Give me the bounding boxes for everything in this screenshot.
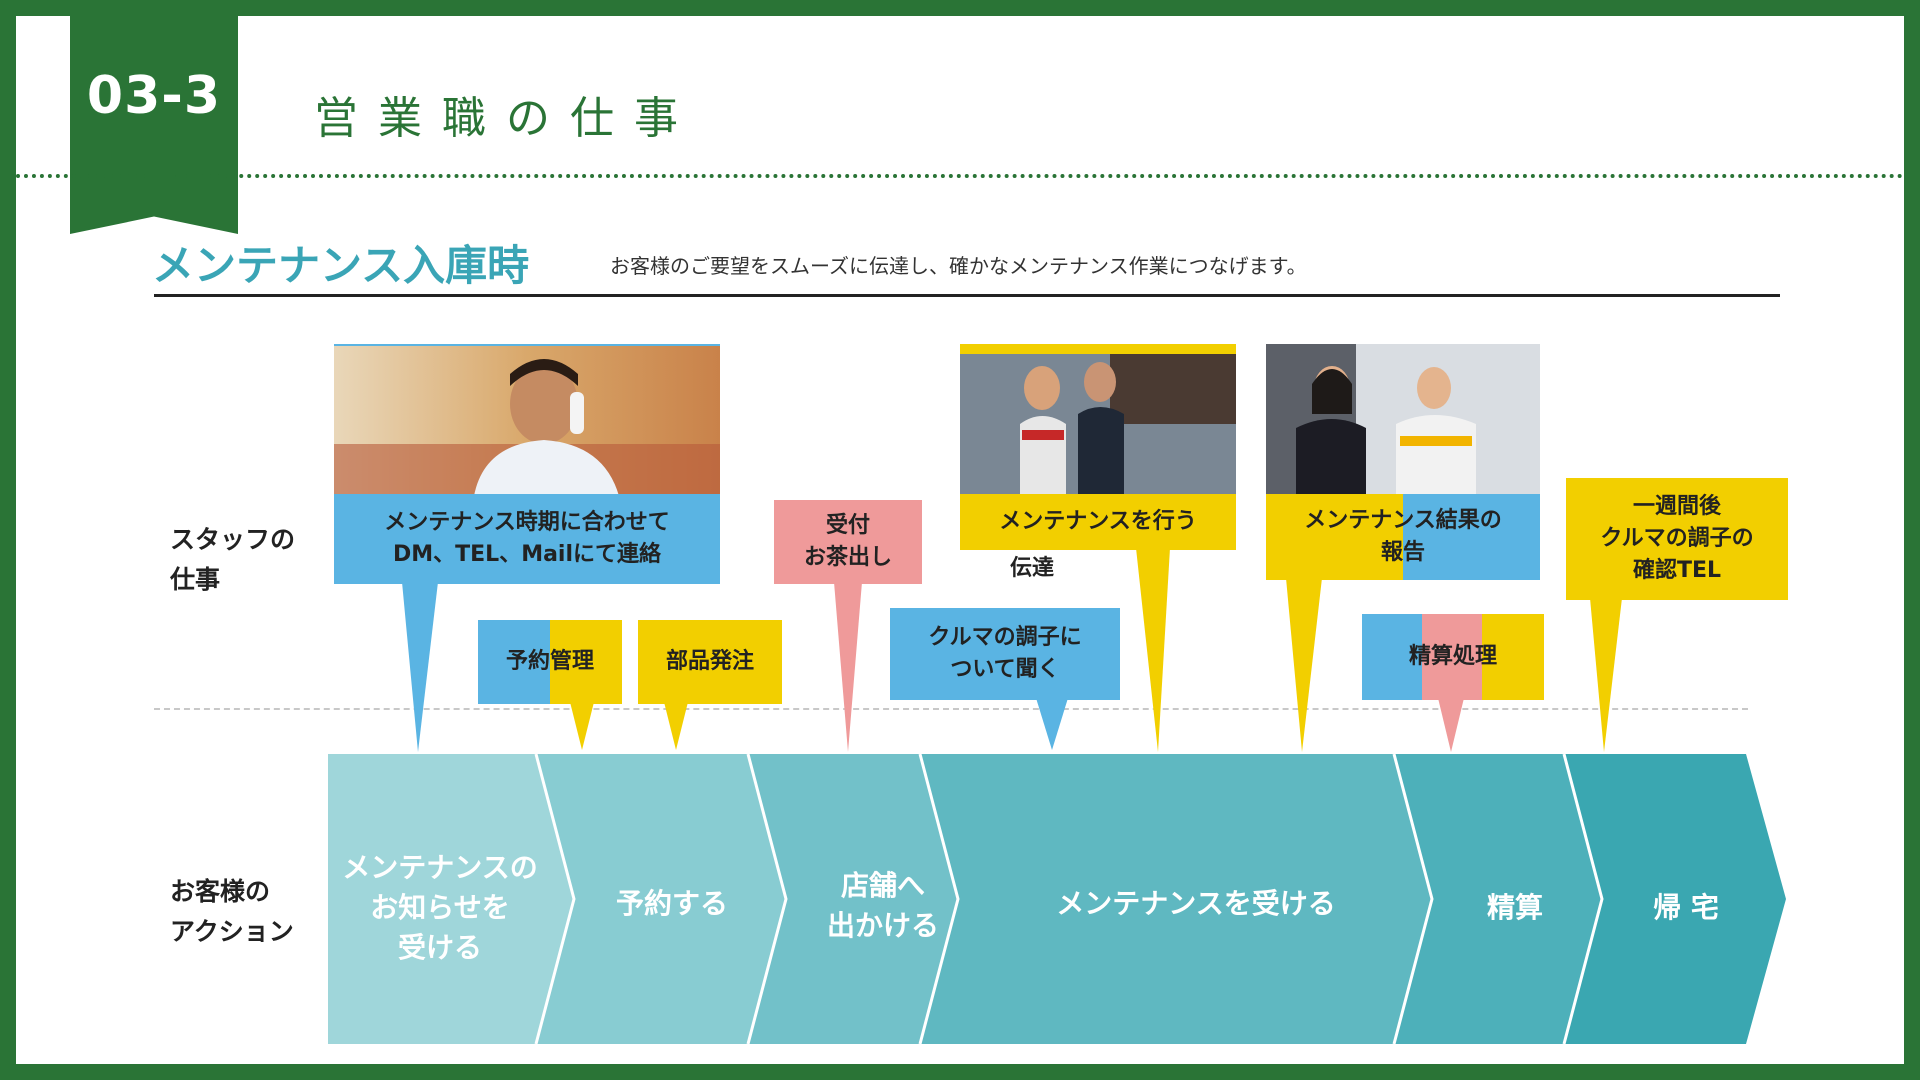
callout-parts: 部品発注 xyxy=(638,620,782,704)
callout-report: メンテナンス結果の 報告 xyxy=(1266,494,1540,580)
section-number-badge: 03-3 xyxy=(70,16,238,234)
slide: 03-3 営業職の仕事 メンテナンス入庫時 お客様のご要望をスムーズに伝達し、確… xyxy=(16,16,1904,1064)
callout-reception: 受付 お茶出し xyxy=(774,500,922,584)
callout-followup-tail xyxy=(1590,598,1622,752)
action-label-payment: 精算 xyxy=(1486,891,1543,924)
callout-report-tail xyxy=(1286,578,1322,752)
action-label-reserve: 予約する xyxy=(615,887,728,920)
action-label-maintenance: メンテナンスを受ける xyxy=(1056,887,1336,920)
action-label-notice: メンテナンスの お知らせを 受ける xyxy=(342,851,538,964)
mechanic-photo xyxy=(960,344,1236,494)
section-description: お客様のご要望をスムーズに伝達し、確かなメンテナンス作業につなげます。 xyxy=(610,254,1307,278)
customer-action-flow xyxy=(328,754,1786,1044)
header-divider xyxy=(16,174,1904,178)
callout-payment-tail xyxy=(1438,698,1464,752)
timeline-divider xyxy=(154,708,1748,710)
page-title: 営業職の仕事 xyxy=(314,93,698,144)
section-title: メンテナンス入庫時 xyxy=(152,241,530,290)
action-arrow-2 xyxy=(536,754,786,1044)
callout-reservation: 予約管理 xyxy=(478,620,622,704)
customer-row-label: お客様の アクション xyxy=(170,877,294,946)
staff-phone-photo xyxy=(334,344,720,496)
callout-maintenance: メンテナンスを行う xyxy=(960,494,1236,550)
action-arrow-3 xyxy=(748,754,958,1044)
report-photo xyxy=(1266,344,1540,494)
callout-hearing-tail xyxy=(1036,698,1068,750)
callout-followup: 一週間後 クルマの調子の 確認TEL xyxy=(1566,478,1788,600)
callout-reception-tail xyxy=(834,582,862,752)
callout-hearing: クルマの調子に ついて聞く xyxy=(890,608,1120,700)
callout-contact-tail xyxy=(402,582,438,752)
callout-parts-tail xyxy=(664,702,688,750)
callout-payment: 精算処理 xyxy=(1362,614,1544,700)
relay-text: 伝達 xyxy=(1010,556,1055,581)
action-arrow-1 xyxy=(328,754,574,1044)
action-label-home: 帰 宅 xyxy=(1653,891,1719,924)
action-arrow-5 xyxy=(1394,754,1602,1044)
action-arrow-4 xyxy=(920,754,1432,1044)
action-arrow-6 xyxy=(1564,754,1786,1044)
callout-maintenance-tail xyxy=(1136,548,1170,752)
callout-contact: メンテナンス時期に合わせて DM、TEL、Mailにて連絡 xyxy=(334,494,720,584)
callout-reservation-tail xyxy=(570,702,594,750)
section-rule xyxy=(154,294,1780,297)
staff-row-label: スタッフの 仕事 xyxy=(170,525,296,594)
action-label-visit: 店舗へ 出かける xyxy=(826,869,939,942)
section-number: 03-3 xyxy=(86,66,222,126)
